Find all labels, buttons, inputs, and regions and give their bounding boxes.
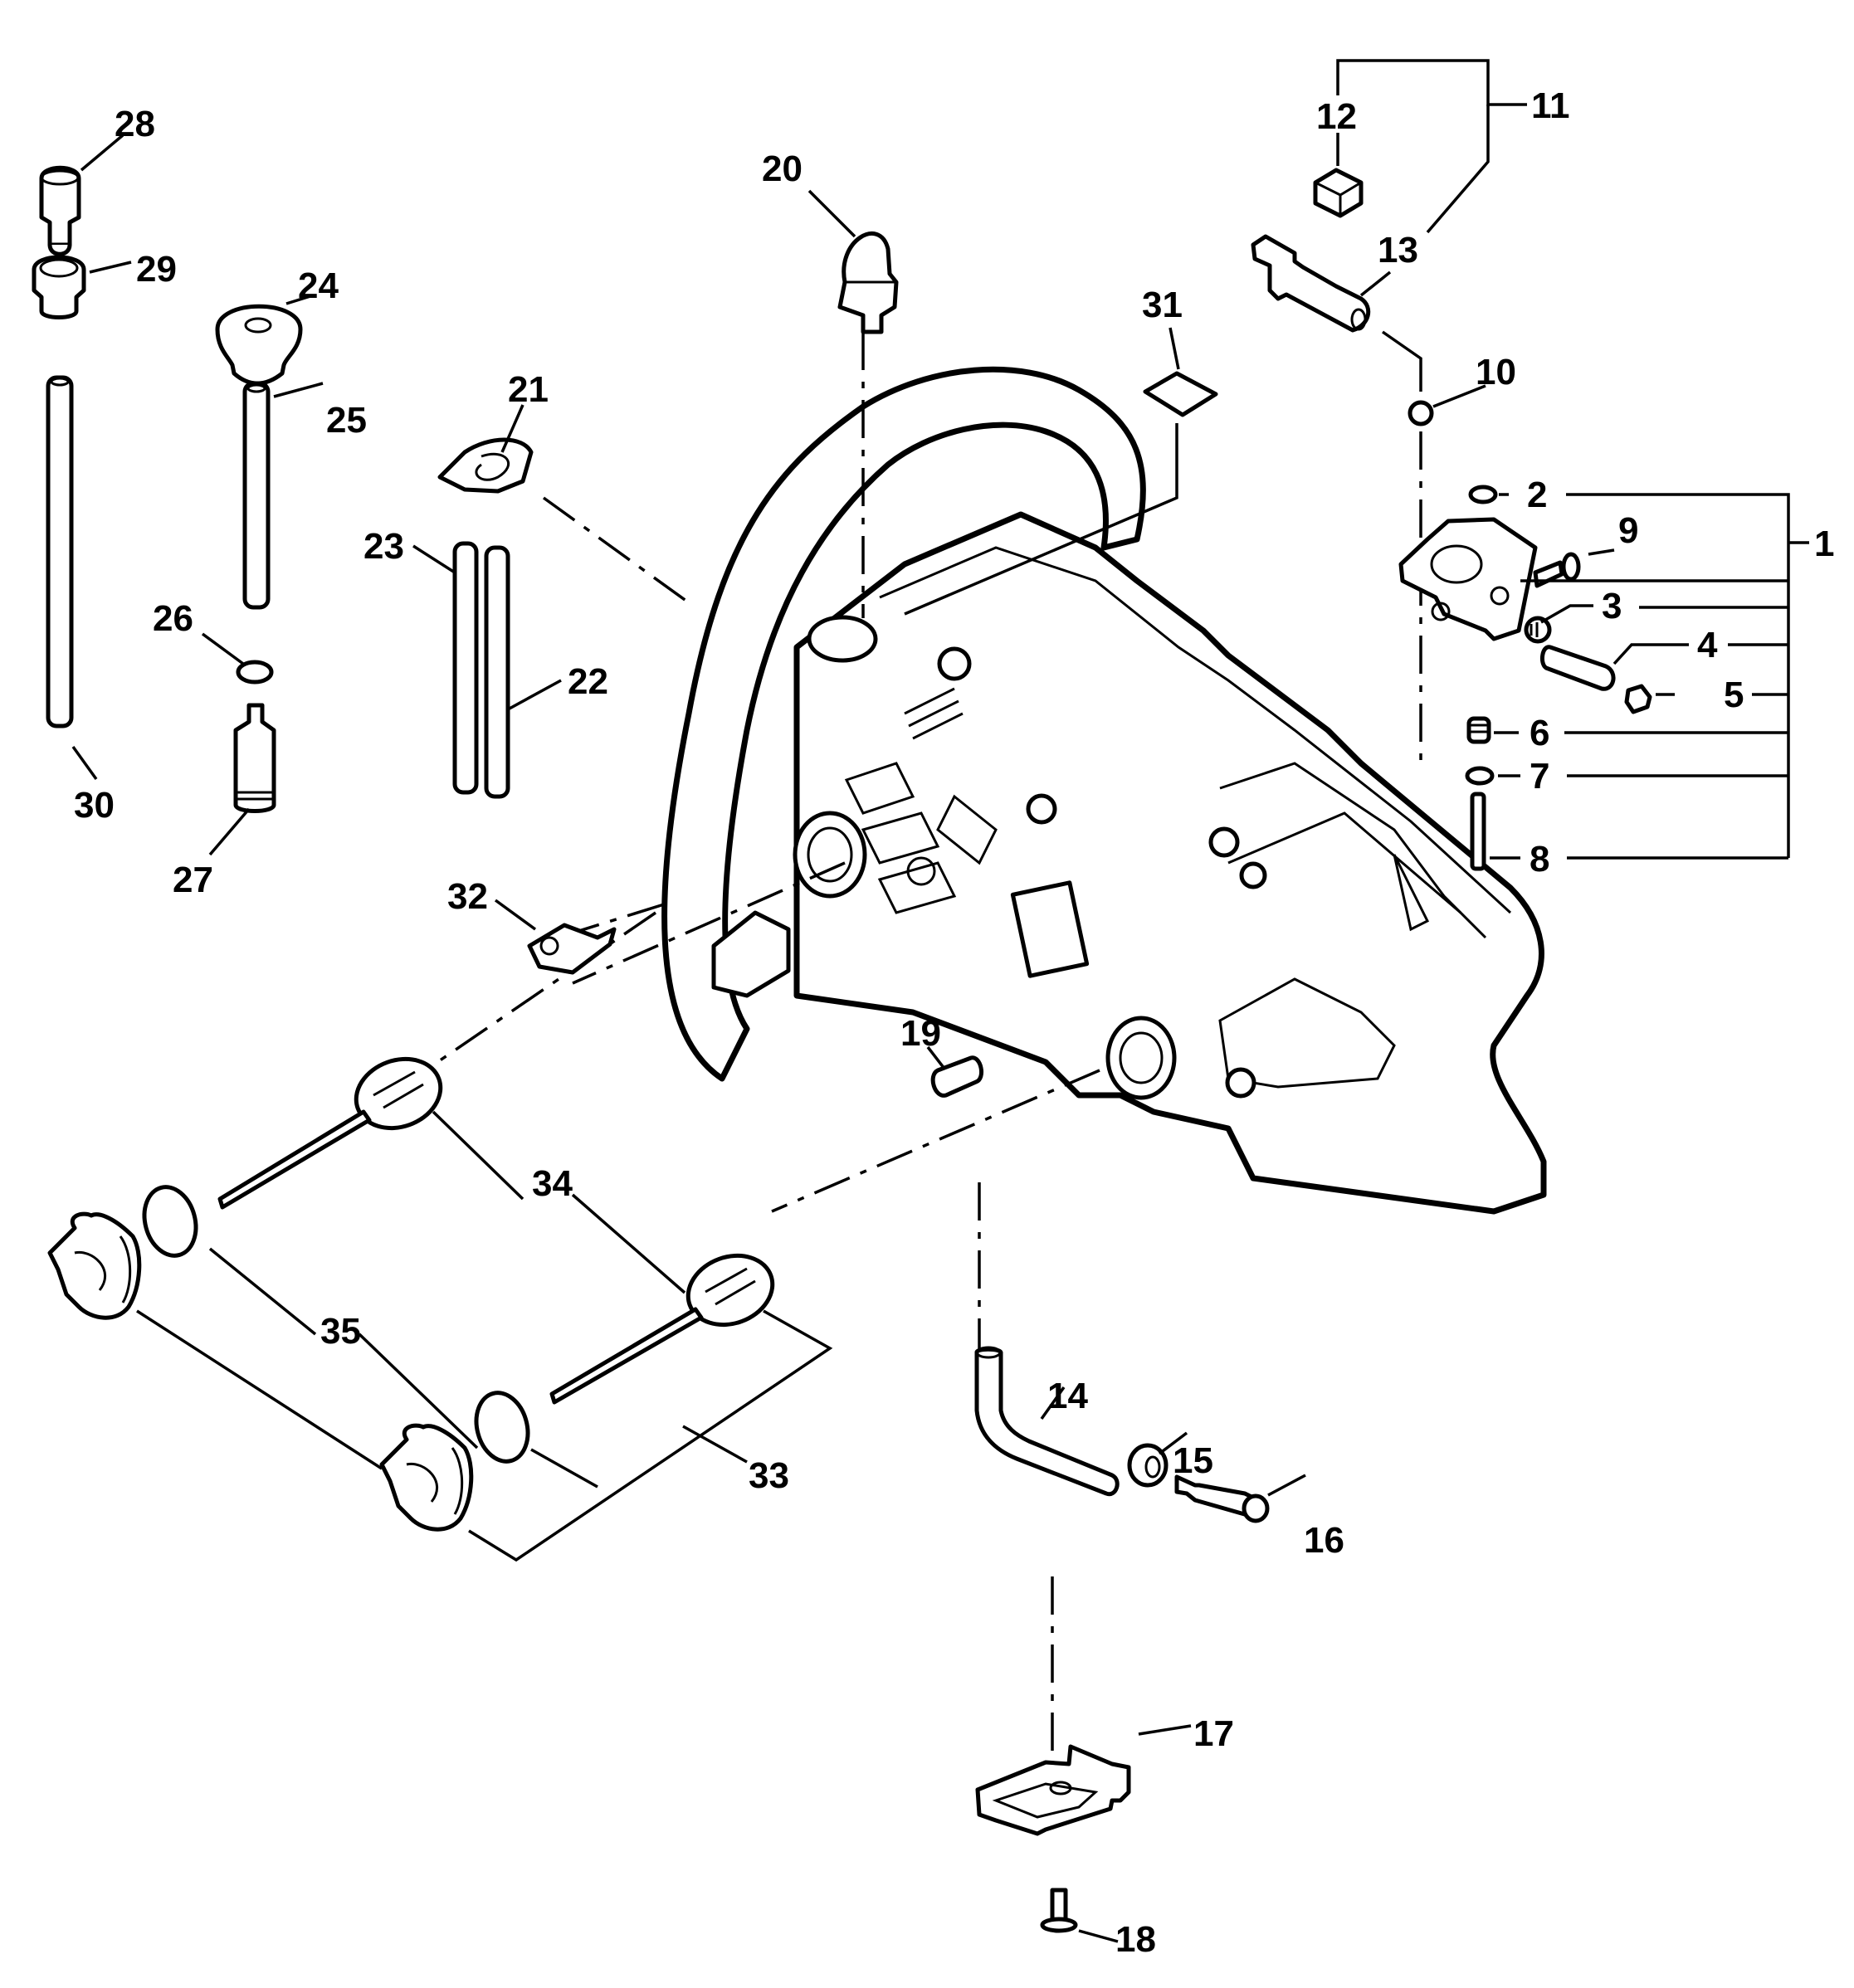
callout-8: 8 [1530,839,1549,879]
part-1-oil-pump-body [1398,517,1538,641]
part-4-adjusting-screw [1539,645,1616,691]
callout-13: 13 [1378,230,1418,270]
callout-24: 24 [298,266,339,306]
callout-17: 17 [1193,1713,1234,1754]
part-35-o-ring-upper [142,1185,198,1258]
part-16-oil-filter [1174,1474,1270,1523]
callout-12: 12 [1316,96,1357,137]
part-31-label [1143,371,1218,417]
part-26-clamp [236,660,274,685]
callout-35: 35 [320,1311,361,1352]
callout-18: 18 [1115,1919,1156,1960]
part-20-primer-bulb [837,231,899,334]
leader-lines [71,59,1809,1943]
callout-16: 16 [1304,1520,1344,1561]
callout-1: 1 [1814,524,1834,564]
part-21-grommet [437,437,534,494]
part-29-grommet [32,255,86,319]
callout-31: 31 [1142,285,1183,325]
callout-14: 14 [1047,1376,1088,1416]
callout-30: 30 [74,785,115,826]
callout-25: 25 [326,400,367,441]
part-8-pin [1470,792,1486,871]
callout-27: 27 [173,860,213,900]
callout-labels: 1 2 3 4 5 6 7 8 9 10 11 12 13 14 15 16 1… [74,85,1834,1960]
callout-23: 23 [363,526,404,567]
part-14-oil-hose [974,1346,1120,1497]
assembly-lines [431,332,1422,1759]
part-17-bottom-plate [975,1744,1131,1836]
callout-5: 5 [1724,675,1744,715]
part-35-o-ring-lower [474,1391,530,1464]
callout-32: 32 [447,876,488,917]
callout-26: 26 [153,598,193,639]
callout-33: 33 [749,1455,789,1496]
part-28-check-valve [39,165,81,256]
callout-19: 19 [900,1013,941,1054]
part-23-fuel-pipe [452,541,479,795]
part-27-fuel-filter [233,703,276,813]
part-15-grommet [1127,1443,1169,1488]
callout-7: 7 [1530,756,1549,797]
part-7-e-clip [1465,766,1495,786]
callout-21: 21 [508,369,549,410]
part-5-cap [1624,684,1652,714]
callout-29: 29 [136,249,177,290]
callout-2: 2 [1527,475,1547,515]
part-25-fuel-hose [242,381,271,610]
part-13-lever [1251,234,1371,333]
part-22-fuel-pipe [484,545,510,799]
part-33-cap-upper [47,1211,142,1320]
callout-6: 6 [1530,713,1549,753]
callout-9: 9 [1618,510,1638,551]
part-24-grommet [215,304,303,386]
rear-handle-body [661,366,1547,1215]
callout-10: 10 [1476,352,1516,392]
part-2-e-clip [1468,485,1498,504]
part-34-strap-lower [549,1253,775,1405]
part-12-cushion [1313,168,1364,218]
callout-20: 20 [762,149,803,189]
part-6-spring [1466,716,1491,744]
callout-11: 11 [1531,85,1570,126]
part-32-plate [527,923,617,975]
callout-22: 22 [568,661,608,702]
callout-4: 4 [1697,625,1718,665]
callout-34: 34 [532,1163,573,1204]
callout-15: 15 [1173,1440,1213,1481]
part-10-clip [1408,400,1434,426]
callout-28: 28 [115,104,155,144]
part-3-spring [1524,616,1552,644]
part-33-cap-lower [379,1423,474,1532]
part-30-fuel-pipe [46,375,74,728]
part-34-strap-upper [217,1056,443,1210]
part-18-screw [1040,1888,1078,1933]
part-19-pin [930,1055,984,1098]
callout-3: 3 [1602,586,1622,626]
